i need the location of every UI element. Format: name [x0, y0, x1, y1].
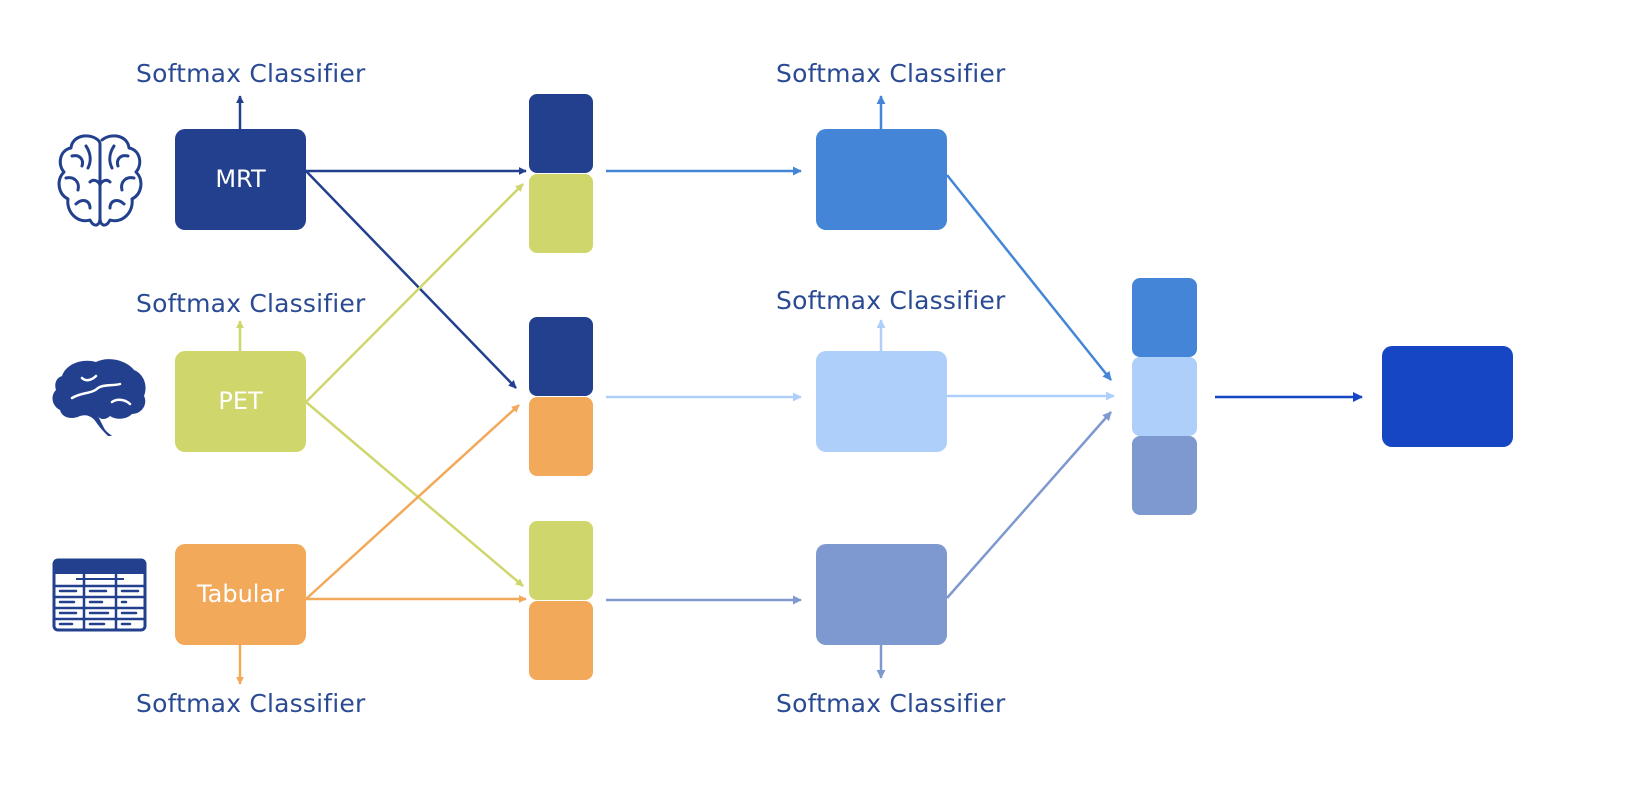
pet-classifier-label: Softmax Classifier: [136, 289, 366, 318]
final-concat-mid-block: [1132, 357, 1197, 436]
concat-bottom-pet-block: [529, 521, 593, 600]
pet-label: PET: [218, 387, 263, 415]
fused-bottom-classifier-label: Softmax Classifier: [776, 689, 1006, 718]
fused-top-to-final-arrow: [946, 174, 1112, 381]
pet-to-bottom-arrow: [305, 401, 524, 587]
brain-outline-icon: [57, 134, 143, 227]
concat-mid-mrt-block: [529, 317, 593, 396]
tabular-classifier-label: Softmax Classifier: [136, 689, 366, 718]
mrt-to-mid-arrow: [305, 170, 517, 389]
tabular-label: Tabular: [196, 580, 285, 608]
concat-mid-tabular-block: [529, 397, 593, 476]
fused-bottom-box: [816, 544, 947, 645]
concat-top-mrt-block: [529, 94, 593, 173]
fused-top-box: [816, 129, 947, 230]
fused-mid-classifier-label: Softmax Classifier: [776, 286, 1006, 315]
pet-box: [175, 351, 306, 452]
brain-solid-icon: [52, 359, 146, 436]
pet-to-top-arrow: [305, 183, 524, 403]
mrt-label: MRT: [215, 165, 266, 193]
concat-top-pet-block: [529, 174, 593, 253]
concat-bottom-tabular-block: [529, 601, 593, 680]
final-concat-bottom-block: [1132, 436, 1197, 515]
mrt-classifier-label: Softmax Classifier: [136, 59, 366, 88]
fused-top-classifier-label: Softmax Classifier: [776, 59, 1006, 88]
final-concat-top-block: [1132, 278, 1197, 357]
fused-bottom-to-final-arrow: [946, 411, 1112, 599]
final-output-box: [1382, 346, 1513, 447]
fused-mid-box: [816, 351, 947, 452]
tabular-to-mid-arrow: [305, 404, 520, 600]
mrt-box: [175, 129, 306, 230]
table-icon: [52, 558, 147, 632]
tabular-box: [175, 544, 306, 645]
